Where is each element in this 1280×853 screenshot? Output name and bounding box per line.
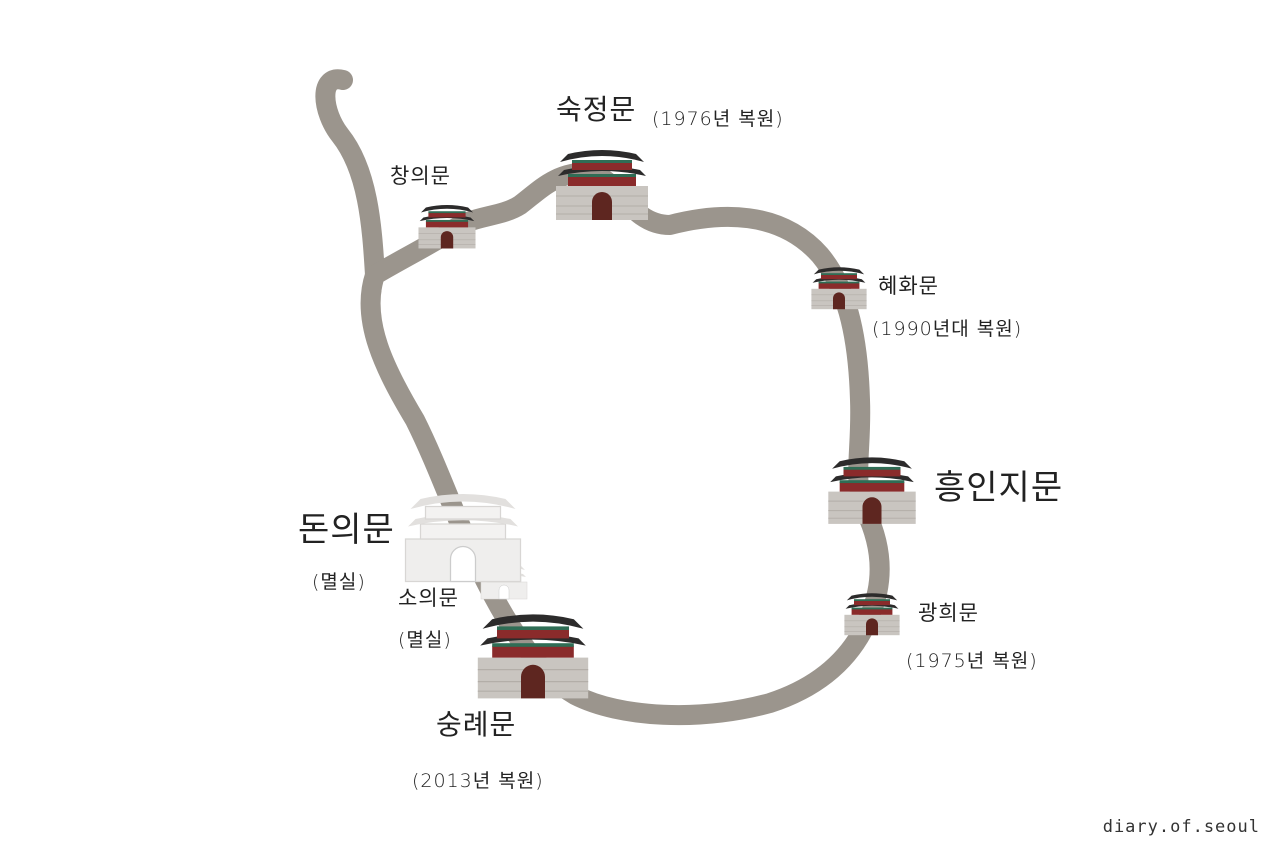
gate-note-sukjeongmun: (1976년 복원) [652, 108, 784, 130]
gate-note-gwanghuimun: (1975년 복원) [906, 650, 1038, 672]
wall-branch [315, 69, 385, 285]
gate-icon-sukjeongmun [555, 149, 649, 221]
gate-name-donuimun: 돈의문 [298, 510, 395, 550]
gate-note-sungnyemun: (2013년 복원) [412, 770, 544, 792]
gate-note-hyehwamun: (1990년대 복원) [872, 318, 1023, 340]
gate-icon-heunginjimun [827, 456, 917, 525]
gate-note-donuimun: (멸실) [312, 571, 366, 593]
watermark: diary.of.seoul [1102, 817, 1260, 837]
gate-name-sungnyemun: 숭례문 [436, 708, 517, 741]
gate-name-hyehwamun: 혜화문 [878, 274, 939, 298]
gate-name-heunginjimun: 흥인지문 [934, 468, 1064, 508]
gate-name-souimun: 소의문 [398, 586, 459, 610]
gate-icon-hyehwamun [811, 266, 867, 310]
gate-icon-gwanghuimun [844, 592, 900, 636]
gate-icon-changuimun [418, 204, 476, 249]
gate-name-gwanghuimun: 광희문 [918, 601, 979, 625]
gate-icon-donuimun [404, 493, 522, 583]
gate-note-souimun: (멸실) [398, 629, 452, 651]
gate-icon-sungnyemun [477, 613, 589, 700]
gate-name-changuimun: 창의문 [390, 164, 451, 188]
gate-name-sukjeongmun: 숙정문 [556, 93, 637, 126]
